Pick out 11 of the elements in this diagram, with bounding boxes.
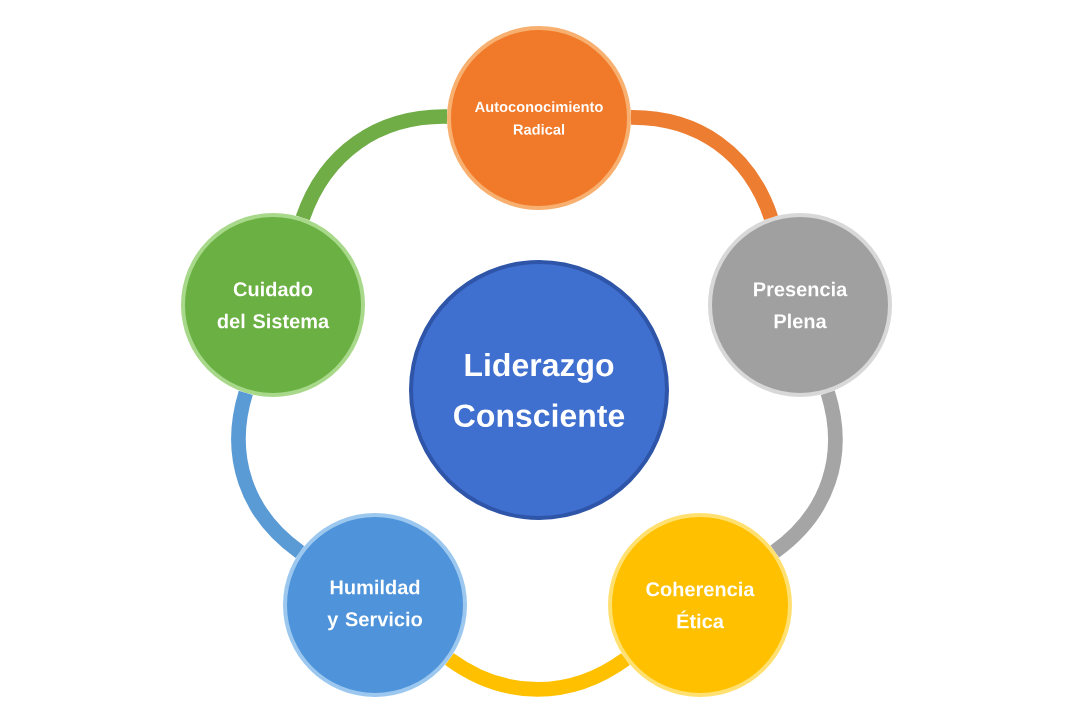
ring-segment	[445, 652, 630, 697]
circle-node: Autoconocimiento Radical	[447, 26, 631, 210]
ring-segment	[770, 390, 843, 558]
ring-segment	[296, 109, 448, 221]
ring-segment	[630, 110, 778, 221]
circle-node: Coherencia Ética	[608, 513, 792, 697]
circle-node: Liderazgo Consciente	[409, 260, 669, 520]
circle-node: Humildad y Servicio	[283, 513, 467, 697]
circle-node: Cuidado del Sistema	[181, 213, 365, 397]
circle-node: Presencia Plena	[708, 213, 892, 397]
ring-segment	[231, 391, 305, 558]
